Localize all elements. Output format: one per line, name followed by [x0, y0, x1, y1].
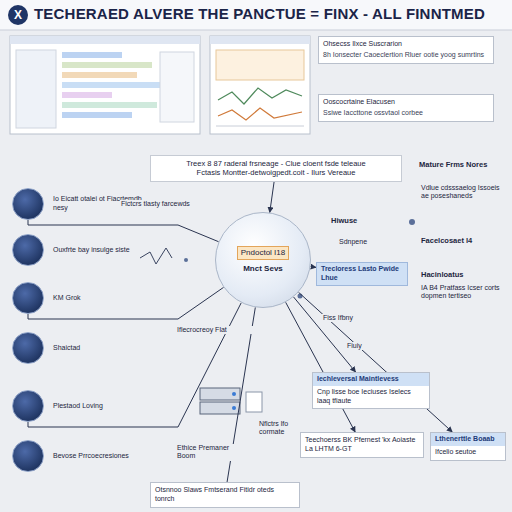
node-text: Ooscocrtaine Elacusen: [323, 98, 489, 107]
header-box: Lthenerttle BoaabIfcelio seutoe: [430, 432, 506, 461]
screenshot-panel: [10, 36, 200, 134]
node-text: Ifcelio seutoe: [431, 448, 505, 457]
title-bar: [0, 0, 512, 30]
node-text: Ssiwe Iaccttone ossvtaol corbee: [323, 109, 489, 118]
node-text: Trecloress Lasto Pwide Lhue: [321, 265, 403, 283]
info-box: Ohsecss Ilxce Suscrarion 8h Ionsecter Cao…: [318, 36, 494, 64]
node-text: Ouxfrte bay insulge siste: [53, 246, 153, 255]
callout-text: Fictcrs tlasty farcewds: [120, 200, 202, 208]
banner-box: Treex 8 87 raderal frsneage - Clue cloen…: [150, 155, 402, 182]
callout-text: Hiwuse: [330, 216, 392, 225]
footer-box: Otsnnoo Slaws Fmtserand Fitidr oteds ton…: [150, 482, 300, 508]
node-text: Pndoctol I18: [237, 246, 289, 260]
callout-text: Hacinloatus: [420, 270, 508, 279]
node-text: KM Grok: [53, 294, 153, 303]
page-title: TECHERAED ALVERE THE PANCTUE = FINX - AL…: [34, 6, 504, 23]
info-box: Teechoerss BK Pfernest 'kx Aoiaste La LH…: [300, 432, 424, 458]
header-box: Iechleversal MaintlevessCnp lisse boe Ie…: [312, 372, 430, 409]
icon-circle: KM Grok: [12, 282, 44, 314]
close-mark: X: [8, 5, 28, 25]
connector-line: [28, 303, 241, 427]
callout-text: Fiuiy: [346, 342, 388, 350]
connector-line: [28, 287, 224, 319]
callout-text: Ethice Premaner Boom: [176, 444, 242, 461]
node-text: Teechoerss BK Pfernest 'kx Aoiaste La LH…: [305, 436, 419, 454]
node-text: Ohsecss Ilxce Suscrarion: [323, 40, 489, 49]
label-band: Trecloress Lasto Pwide Lhue: [316, 262, 408, 286]
callout-text: Iflecrocreoy Flat: [176, 326, 258, 334]
icon-circle: Plestaod Loving: [12, 390, 44, 422]
callout-text: Facelcosaet l4: [420, 236, 508, 245]
icon-circle: Io Eicatt otalei ot Fiacrtemdb nesy: [12, 188, 44, 220]
server-icon: [200, 388, 262, 414]
side-note: Mature Frms Nores: [418, 160, 510, 169]
node-text: Treex 8 87 raderal frsneage - Clue cloen…: [156, 159, 396, 168]
info-box: Ooscocrtaine ElacusenSsiwe Iaccttone oss…: [318, 94, 494, 122]
icon-circle: Bevose Prrcoecresiones: [12, 440, 44, 472]
callout-text: Sdnpene: [338, 238, 400, 246]
node-text: Mnct Sevs: [243, 264, 283, 274]
node-text: Shaictad: [53, 344, 153, 353]
callout-text: Vdlue cdsssaelog Issoeis ae poseshaneds: [420, 184, 508, 201]
node-text: Plestaod Loving: [53, 402, 153, 411]
node-text: Iechleversal Maintlevess: [313, 373, 429, 386]
title-rule: [0, 30, 512, 31]
node-text: Fctasis Montter-detwoigpedt.coit - Ilurs…: [156, 168, 396, 177]
hub-sphere: Pndoctol I18Mnct Sevs: [215, 212, 311, 308]
callout-text: IA B4 Pratfass Icser corts dopmen tertis…: [420, 284, 508, 301]
icon-circle: Shaictad: [12, 332, 44, 364]
connector-line: [299, 292, 453, 432]
icon-circle: Ouxfrte bay insulge siste: [12, 234, 44, 266]
callout-text: Fiss Ifbny: [322, 314, 384, 322]
node-text: Bevose Prrcoecresiones: [53, 452, 153, 461]
chart-panel: [210, 36, 310, 134]
node-text: 8h Ionsecter Caoeclertion Rluer ootie yo…: [323, 51, 489, 60]
node-text: Lthenerttle Boaab: [431, 433, 505, 446]
connector-line: [270, 182, 274, 213]
callout-text: Nflctrs lfo cormate: [258, 420, 294, 437]
pulse-glyph: [140, 248, 172, 264]
connector-line: [28, 220, 219, 242]
node-text: Otsnnoo Slaws Fmtserand Fitidr oteds ton…: [155, 486, 295, 504]
node-text: Cnp lisse boe Ieciuses Iselecs laaq tfia…: [313, 388, 429, 406]
